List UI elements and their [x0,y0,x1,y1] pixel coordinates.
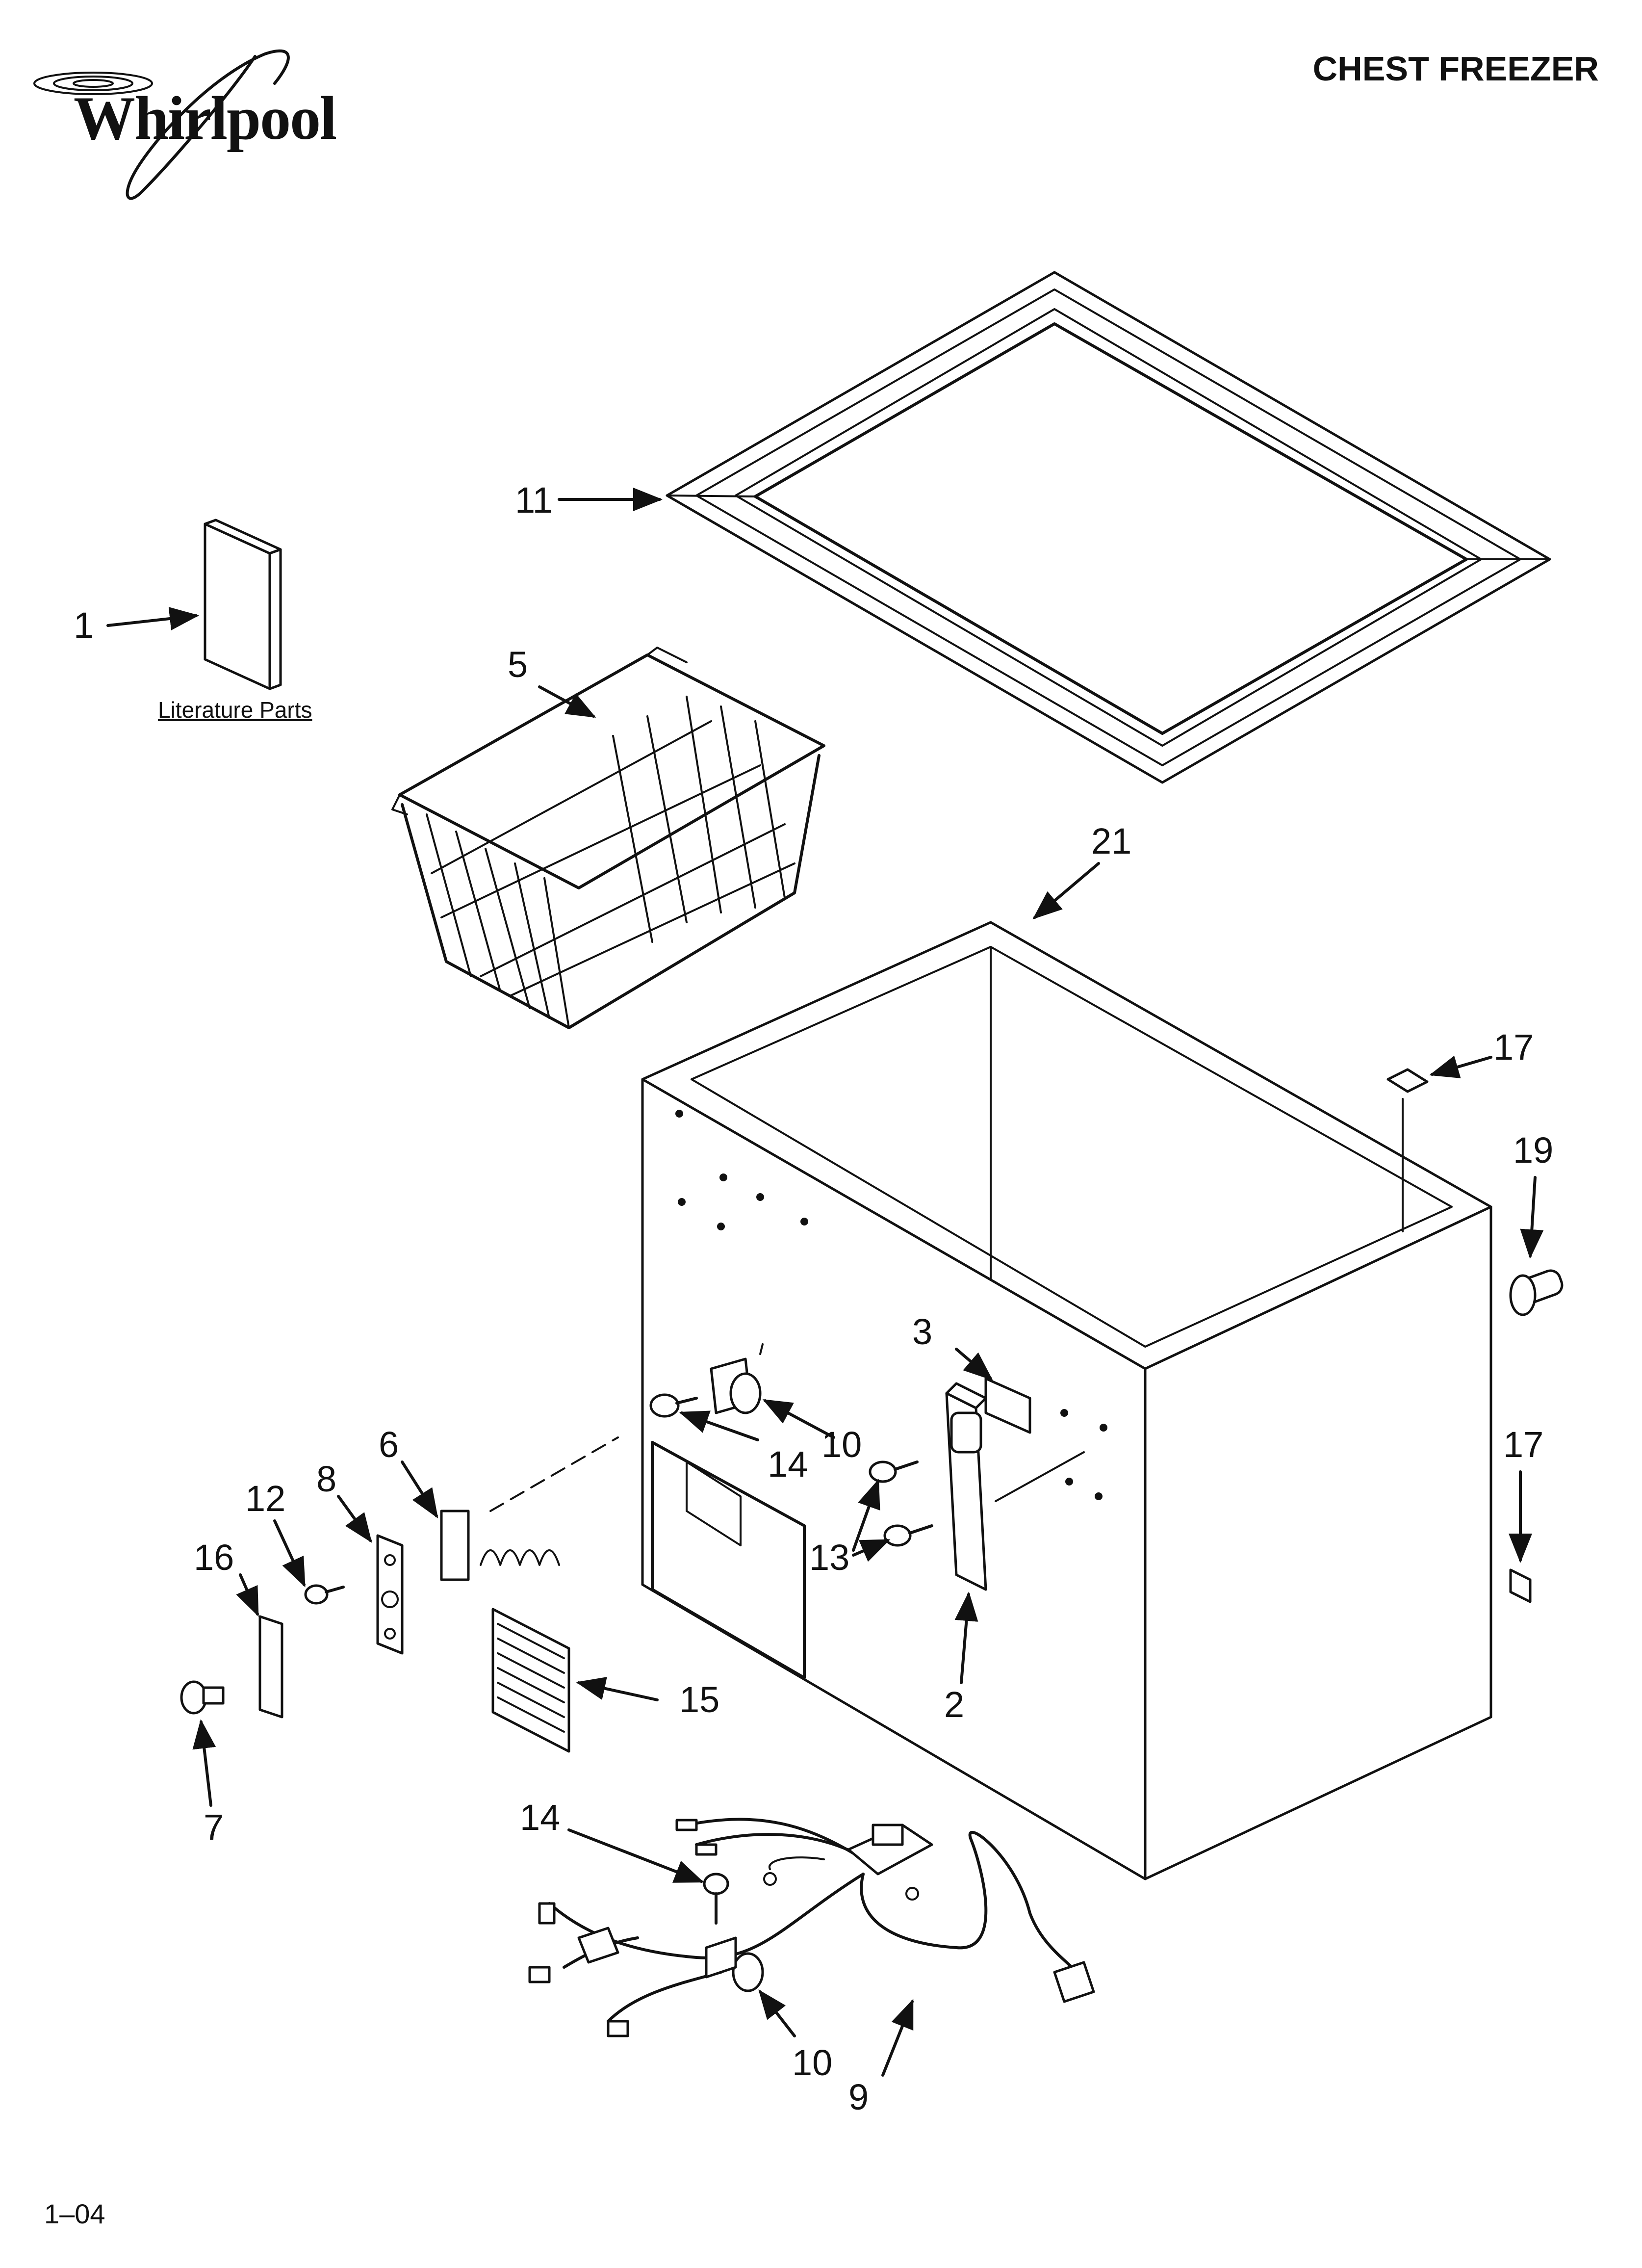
callout-2: 2 [944,1684,964,1725]
callout-3: 3 [912,1311,932,1352]
hinge-screws [869,1460,933,1547]
callout-11: 11 [515,480,553,521]
callout-21: 21 [1091,821,1131,861]
wire-basket [391,647,825,1029]
callout-17-side: 17 [1503,1424,1543,1465]
callout-10-bottom: 10 [792,2042,832,2083]
freezer-cabinet [641,921,1492,1880]
control-knob [180,1680,225,1715]
screw-12 [304,1584,345,1605]
screw-14-top [649,1393,698,1418]
page-title: CHEST FREEZER [1312,50,1599,88]
drain-plug [1509,1269,1564,1316]
callout-12: 12 [245,1478,285,1519]
label-plate-side [1509,1568,1532,1603]
callout-5: 5 [508,644,528,685]
callout-leaders [106,488,1544,2077]
callout-17-top: 17 [1493,1027,1534,1068]
literature-booklet [204,519,282,690]
callout-7: 7 [204,1807,224,1848]
callout-13: 13 [809,1537,849,1578]
temperature-strip [258,1615,283,1719]
label-plate-top [1386,1068,1429,1093]
callout-8: 8 [316,1459,336,1499]
callout-1: 1 [74,605,94,646]
callout-9: 9 [848,2077,869,2117]
callout-14-top: 14 [768,1444,808,1485]
thermostat [440,1436,619,1581]
callout-15: 15 [679,1679,719,1720]
wiring-harness [528,1818,1095,2037]
callout-6: 6 [379,1424,399,1465]
callout-numbers: 1 5 11 21 17 19 17 3 10 14 13 2 6 8 12 1… [74,480,1553,2117]
hinge-assembly [945,1377,1085,1591]
page-footer-code: 1–04 [44,2198,105,2229]
literature-parts-label: Literature Parts [158,697,312,723]
brand-logo-text: Whirlpool [74,84,337,153]
vent-grille [491,1608,570,1753]
wire-clamp-top [710,1343,764,1414]
lid-frame [666,271,1551,784]
callout-16: 16 [194,1537,234,1578]
control-plate [376,1534,404,1655]
callout-10-top: 10 [821,1424,862,1465]
callout-19: 19 [1513,1130,1553,1171]
callout-14-bottom: 14 [520,1797,560,1838]
cabinet-screw-holes [675,1110,1107,1500]
